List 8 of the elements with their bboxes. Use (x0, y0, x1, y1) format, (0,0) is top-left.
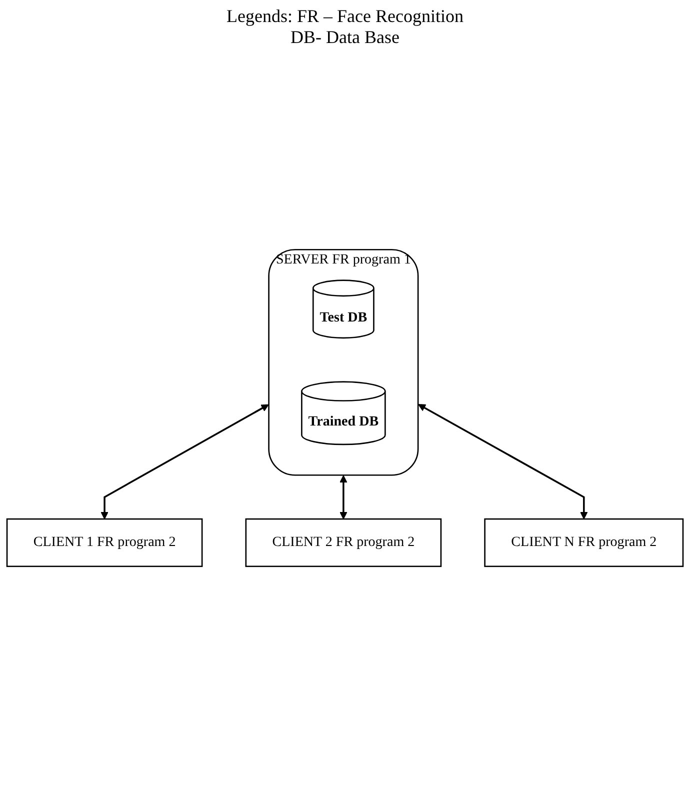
node-box: CLIENT 1 FR program 2 (6, 518, 203, 568)
arrow (418, 404, 588, 520)
legend-note: Legends: FR – Face Recognition (226, 6, 464, 26)
node-box: CLIENT N FR program 2 (484, 518, 684, 568)
arrow (100, 404, 269, 520)
legend-note: DB- Data Base (290, 27, 400, 47)
node-box: CLIENT 2 FR program 2 (245, 518, 442, 568)
arrow (340, 475, 348, 520)
